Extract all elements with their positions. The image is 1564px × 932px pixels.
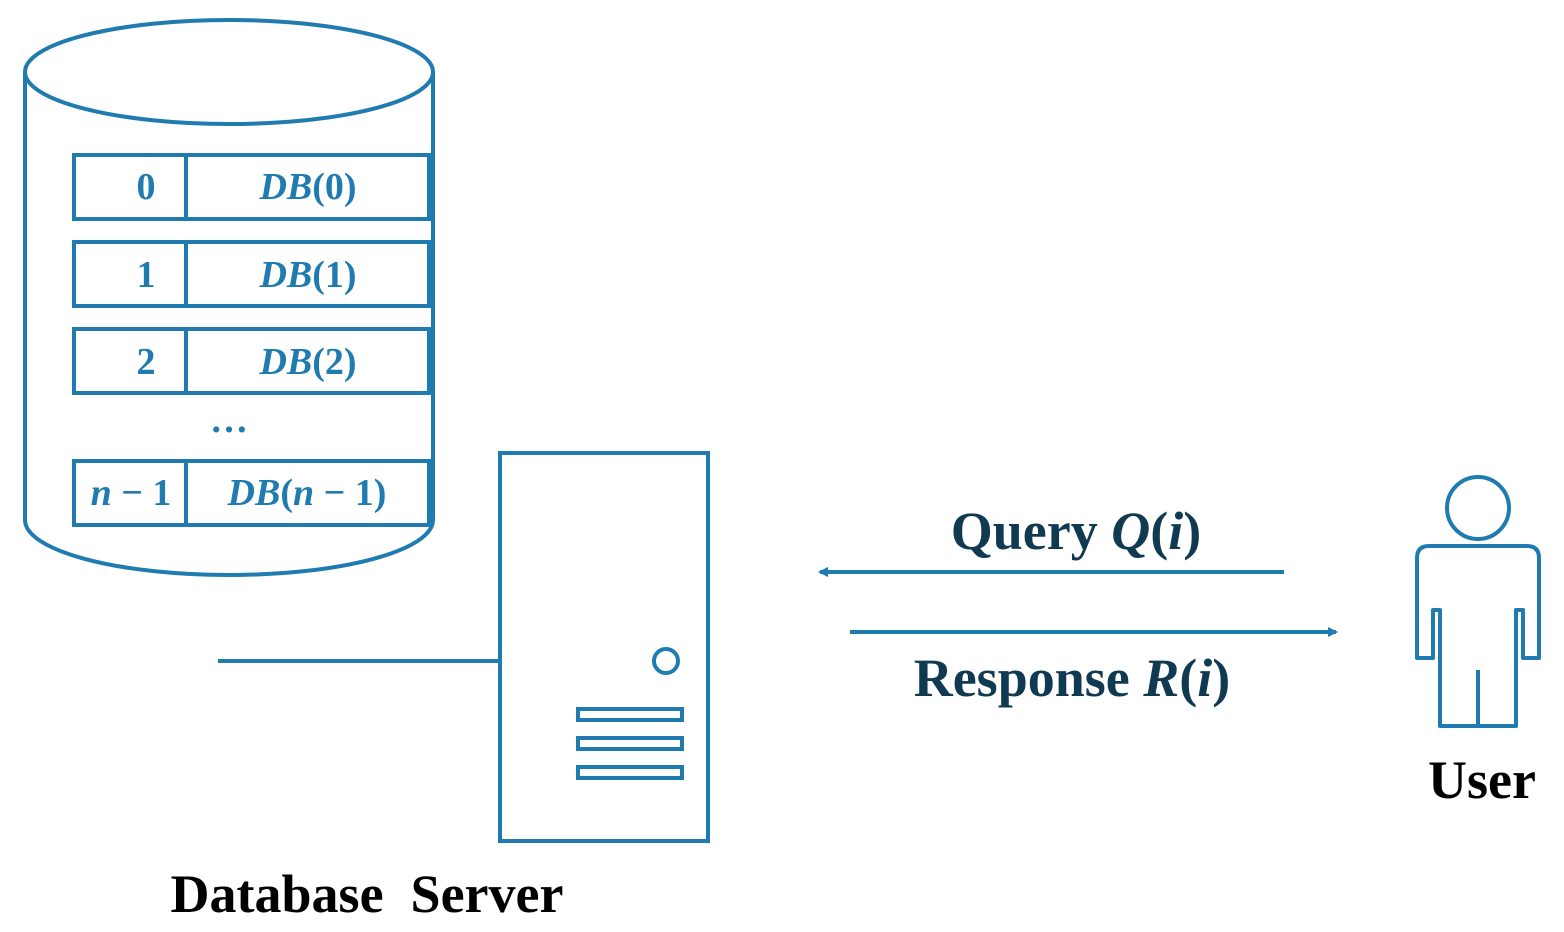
server-caption: Database Server <box>171 864 564 924</box>
user-person-icon <box>1415 475 1541 728</box>
server-slot <box>576 736 684 751</box>
server-slot <box>576 765 684 780</box>
database-cylinder-icon <box>23 18 435 577</box>
db-row-index: 1 <box>137 254 156 296</box>
db-row-value: DB(1) <box>258 254 356 296</box>
db-row-0: 0 DB(0) <box>72 153 431 221</box>
db-row-index: 2 <box>137 341 156 383</box>
db-row-last: n − 1 DB(n − 1) <box>72 459 431 527</box>
db-row-index: n − 1 <box>91 472 172 514</box>
user-caption: User <box>1428 750 1536 810</box>
db-row-index: 0 <box>137 166 156 208</box>
db-row-value: DB(2) <box>258 341 356 383</box>
db-row-1: 1 DB(1) <box>72 240 431 308</box>
query-label: Query Q(i) <box>951 501 1201 561</box>
db-row-value: DB(0) <box>258 166 356 208</box>
server-tower-icon <box>498 451 710 843</box>
server-slot <box>576 707 684 722</box>
db-row-2: 2 DB(2) <box>72 327 431 395</box>
response-label: Response R(i) <box>914 648 1231 708</box>
db-ellipsis: … <box>210 399 248 441</box>
db-row-value: DB(n − 1) <box>227 472 387 514</box>
server-power-icon <box>652 647 680 675</box>
